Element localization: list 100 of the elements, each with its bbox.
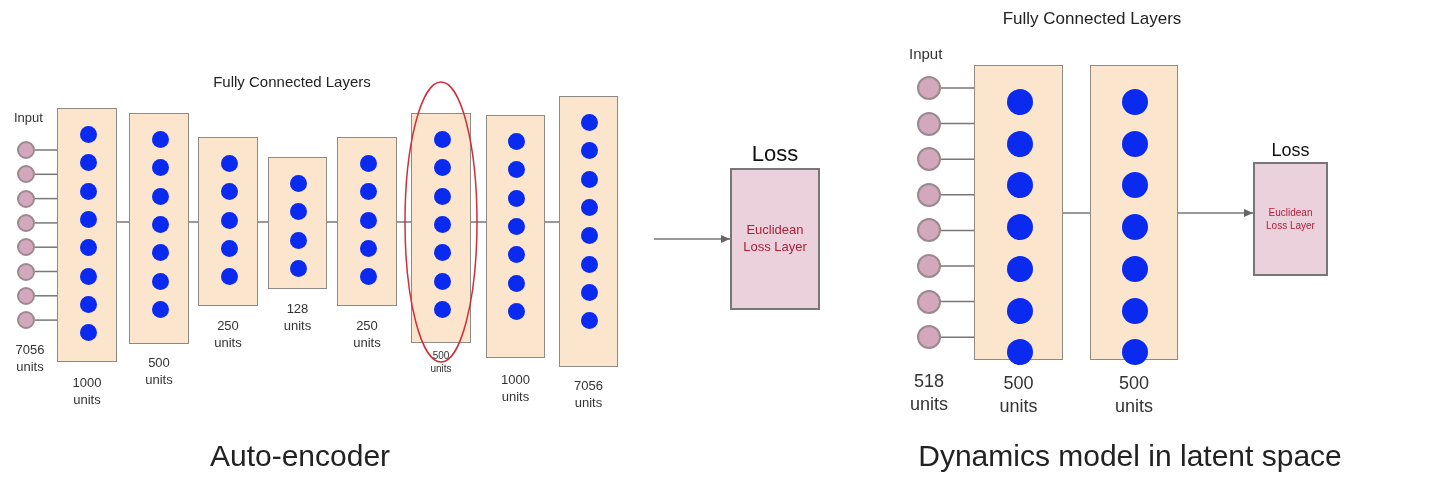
loss-heading: Loss (1270, 139, 1311, 161)
layer-box (559, 96, 618, 367)
input-node-circle (917, 254, 941, 278)
unit-count-caption: 250 units (213, 318, 243, 352)
loss-heading: Loss (750, 140, 800, 167)
connector-line (940, 229, 975, 232)
input-node-circle (917, 218, 941, 243)
layer-box (268, 157, 327, 289)
input-node-circle (17, 165, 35, 184)
input-node-circle (17, 262, 35, 281)
neuron-dot (581, 114, 598, 131)
layer-box (486, 115, 545, 358)
connector-line (940, 87, 975, 89)
input-node-circle (17, 311, 35, 330)
neuron-dot (79, 210, 97, 228)
neuron-dot (1122, 214, 1148, 241)
connector-line (34, 173, 58, 176)
neuron-dot (359, 239, 377, 257)
neuron-dot (1122, 172, 1148, 199)
loss-layer-text: Euclidean Loss Layer (742, 222, 808, 256)
neuron-dot (1006, 214, 1033, 241)
input-node-circle (917, 76, 941, 100)
layer-box (57, 108, 117, 362)
neuron-dot (79, 324, 97, 342)
neuron-dot (220, 239, 238, 257)
neuron-dot (79, 182, 97, 200)
connector-line (34, 295, 58, 297)
unit-count-caption: 7056 units (573, 378, 604, 412)
neuron-dot (1006, 339, 1033, 366)
neuron-dot (1006, 255, 1033, 282)
neuron-dot (290, 175, 307, 192)
connector-line (326, 221, 338, 223)
neuron-dot (359, 268, 377, 286)
unit-count-caption: 128 units (282, 301, 313, 335)
input-node-circle (17, 141, 35, 159)
neuron-dot (151, 187, 169, 205)
connector-line (940, 265, 975, 267)
neuron-dot (220, 268, 238, 286)
connector-line (396, 221, 412, 223)
unit-count-caption: 7056 units (14, 342, 46, 376)
unit-count-caption: 500 units (144, 355, 174, 389)
connector-line (470, 221, 487, 223)
neuron-dot (581, 198, 598, 216)
unit-count-caption: 500 units (429, 349, 453, 375)
neuron-dot (433, 215, 451, 233)
neuron-dot (290, 259, 307, 277)
connector-line (34, 246, 58, 248)
neuron-dot (581, 255, 598, 273)
connector-line (34, 319, 58, 321)
layer-box (198, 137, 258, 306)
neuron-dot (1006, 172, 1033, 199)
loss-box (1253, 162, 1328, 276)
layer-box (411, 113, 471, 343)
neuron-dot (359, 155, 377, 172)
neuron-dot (220, 183, 238, 201)
connector-line (188, 221, 199, 223)
neuron-dot (1006, 297, 1033, 324)
neuron-dot (79, 239, 97, 257)
neuron-dot (79, 126, 97, 143)
neuron-dot (151, 244, 169, 262)
neuron-dot (508, 217, 525, 235)
neuron-dot (433, 187, 451, 205)
neuron-dot (433, 159, 451, 177)
loss-box (730, 168, 820, 310)
connector-line (34, 197, 58, 200)
neuron-dot (1122, 339, 1148, 366)
input-node-circle (17, 189, 35, 208)
neuron-dot (79, 295, 97, 313)
neuron-dot (581, 283, 598, 301)
neuron-dot (581, 227, 598, 245)
section-heading: Fully Connected Layers (213, 72, 371, 92)
arrow (653, 235, 731, 243)
arrow (1177, 209, 1254, 217)
layer-box (337, 137, 397, 306)
input-node-circle (917, 325, 941, 350)
neuron-dot (433, 131, 451, 148)
input-node-circle (17, 213, 35, 232)
input-label: Input (14, 110, 43, 127)
unit-count-caption: 1000 units (500, 372, 531, 406)
connector-line (544, 221, 560, 223)
neuron-dot (581, 142, 598, 160)
neuron-dot (220, 211, 238, 229)
neuron-dot (79, 267, 97, 285)
input-node-circle (917, 111, 941, 136)
neuron-dot (508, 161, 525, 179)
connector-line (34, 270, 58, 273)
input-node-circle (917, 182, 941, 207)
unit-count-caption: 250 units (352, 318, 382, 352)
connector-line (116, 221, 130, 223)
neuron-dot (508, 274, 525, 292)
input-node-circle (17, 238, 35, 257)
connector-line (940, 122, 975, 125)
neuron-dot (151, 159, 169, 177)
neuron-dot (1122, 255, 1148, 282)
connector-line (940, 300, 975, 303)
neuron-dot (433, 244, 451, 262)
input-node-circle (917, 147, 941, 172)
neuron-dot (151, 131, 169, 148)
section-heading: Fully Connected Layers (1002, 8, 1182, 30)
neuron-dot (151, 215, 169, 233)
